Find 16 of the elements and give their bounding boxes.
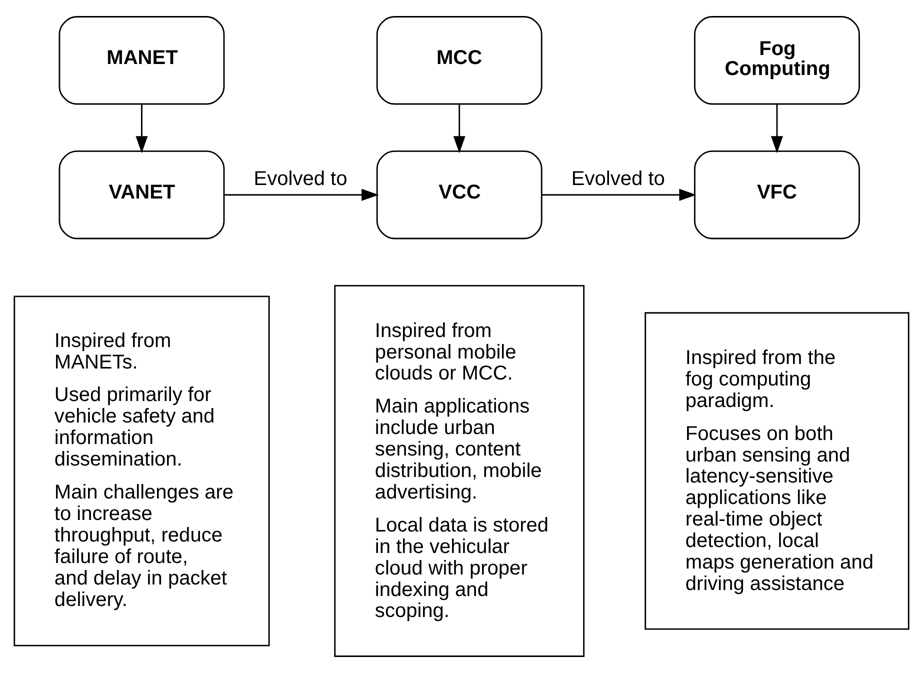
node-box: Inspired from personal mobile clouds or MCC. Main applications include urban sensing, content distribution, mobile advertising. Local data is stored in the vehicular cloud with proper indexing and scoping. (334, 285, 585, 657)
arrow (224, 188, 379, 201)
node-box: Inspired from the fog computing paradigm. Focuses on both urban sensing and latency-sensitive applications like real-time object detection, local maps generation and driving assistance (644, 312, 910, 630)
edge-label: Evolved to (254, 168, 348, 190)
node-box: MCC (376, 16, 542, 105)
arrow (136, 104, 148, 154)
node-box: MANET (58, 16, 225, 105)
node-box: VFC (694, 150, 860, 240)
arrow (770, 104, 783, 154)
node-box: Fog Computing (694, 16, 860, 105)
arrow (453, 104, 466, 154)
node-box: Inspired from MANETs. Used primarily for vehicle safety and information dissemination. Main challenges are to increase throughput, reduce failure of route, and delay in packet delivery. (14, 296, 270, 646)
edge-label: Evolved to (571, 168, 665, 190)
arrow (542, 188, 696, 201)
node-box: VANET (58, 150, 225, 240)
node-box: VCC (376, 150, 542, 240)
